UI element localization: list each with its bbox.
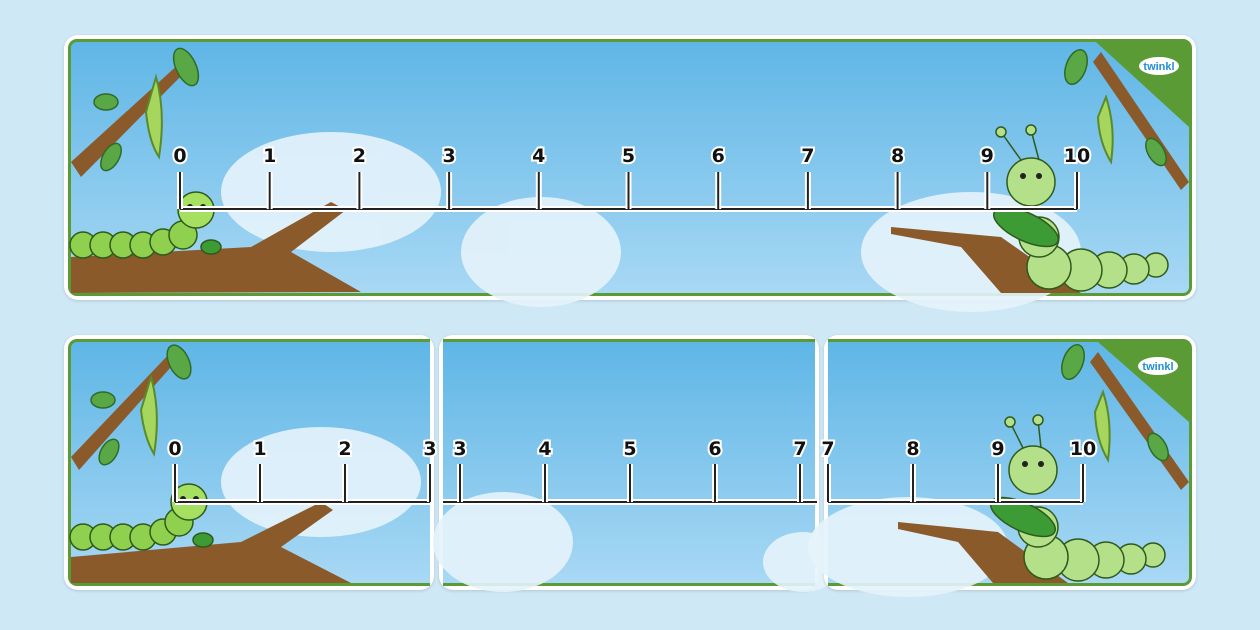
number-line: 0 1 2 3 4 5 6 7 8 9 10: [171, 143, 1092, 212]
segment-svg-1: 0 1 2 3: [69, 344, 439, 583]
chrysalis: [1093, 389, 1111, 463]
tick-label: 9: [981, 145, 994, 167]
tick-label: 0: [173, 145, 186, 167]
caterpillar-right: [989, 414, 1166, 582]
tick-label: 3: [423, 438, 436, 460]
tick-label: 2: [353, 145, 366, 167]
segment-scene-2: 3 4 5 6 7: [433, 339, 843, 592]
segment-card-2: 3 4 5 6 7: [433, 335, 843, 592]
segment-scene-1: 0 1 2 3: [68, 339, 439, 586]
tick-label: 1: [263, 145, 276, 167]
leaves: [1061, 343, 1169, 462]
tick-label: 1: [253, 438, 266, 460]
twinkl-logo: twinkl: [1139, 57, 1179, 75]
logo-text: twinkl: [1142, 361, 1173, 373]
tick-label: 5: [622, 145, 635, 167]
tick-label: 4: [532, 145, 545, 167]
chrysalis: [139, 373, 158, 457]
tick-label: 7: [793, 438, 806, 460]
cloud: [221, 132, 1081, 312]
leaves: [90, 344, 192, 466]
caterpillar-left: [69, 483, 214, 551]
segment-svg-3: twinkl 7 8 9 10: [808, 342, 1189, 597]
tick-label: 6: [712, 145, 725, 167]
tick-label: 10: [1064, 145, 1090, 167]
caterpillar-left: [69, 191, 222, 259]
tick-label: 7: [801, 145, 814, 167]
tick-label: 6: [708, 438, 721, 460]
chrysalis: [144, 73, 1114, 165]
segment-card-1: 0 1 2 3: [64, 335, 439, 590]
full-number-line-scene: twinkl: [68, 39, 1192, 312]
tick-label: 4: [538, 438, 551, 460]
tick-label: 8: [891, 145, 904, 167]
tick-label: 9: [991, 438, 1004, 460]
tick-label: 0: [168, 438, 181, 460]
tick-label: 5: [623, 438, 636, 460]
caterpillar-right: [992, 124, 1169, 292]
tick-label: 2: [338, 438, 351, 460]
tick-label: 3: [442, 145, 455, 167]
number-line-segment: 3 4 5 6 7: [443, 436, 817, 505]
logo-text: twinkl: [1143, 61, 1174, 73]
tick-label: 8: [906, 438, 919, 460]
number-line-segment: 7 8 9 10: [819, 436, 1098, 505]
tick-label: 3: [453, 438, 466, 460]
number-line-segment: 0 1 2 3: [166, 436, 439, 505]
tick-label: 7: [821, 438, 834, 460]
twinkl-logo: twinkl: [1138, 357, 1178, 375]
tick-label: 10: [1070, 438, 1096, 460]
leaves: [93, 47, 1167, 172]
segment-svg-2: 3 4 5 6 7: [433, 436, 843, 592]
full-number-line-svg: twinkl: [69, 42, 1189, 312]
segment-scene-3: twinkl 7 8 9 10: [808, 339, 1192, 597]
full-number-line-card: twinkl: [64, 35, 1196, 312]
segment-card-3: twinkl 7 8 9 10: [808, 335, 1196, 597]
